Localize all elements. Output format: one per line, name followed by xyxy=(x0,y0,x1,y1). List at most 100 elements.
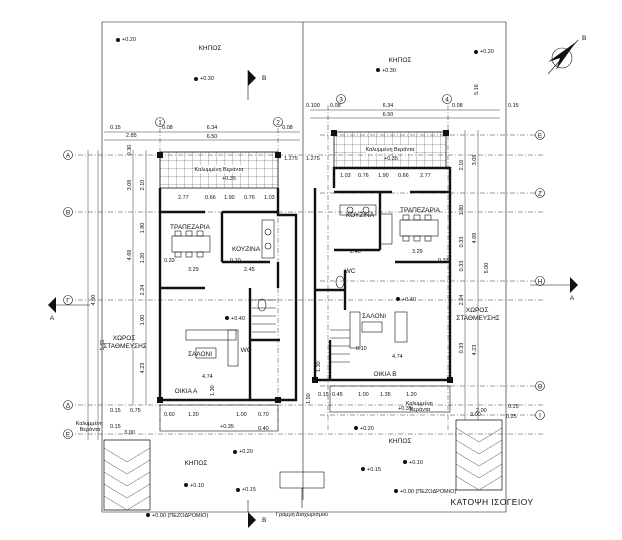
level-veranda-bottom-right: +0.35 xyxy=(398,406,412,412)
dim-left-10: 4.23 xyxy=(140,363,146,374)
section-label: B xyxy=(262,517,266,524)
room-house-a: ΟΙΚΙΑ Α xyxy=(175,388,198,395)
room-garden-bottom-right: ΚΗΠΟΣ xyxy=(389,438,412,445)
dim-top-left-6: 0.08 xyxy=(282,125,293,131)
room-kitchen-a: ΚΟΥΖΙΝΑ xyxy=(232,246,261,253)
dim-top-right-7: 5.16 xyxy=(474,84,480,95)
dim-a-6: 3.29 xyxy=(188,267,199,273)
level-sidewalk-right: +0.00 (ΠΕΖΟΔΡΟΜΙΟ) xyxy=(400,489,456,495)
room-house-b: ΟΙΚΙΑ Β xyxy=(373,371,396,378)
dim-b-12: 1.00 xyxy=(358,392,369,398)
room-dining-a: ΤΡΑΠΕΖΑΡΙΑ xyxy=(170,224,211,231)
north-label: B xyxy=(582,35,586,42)
room-parking-a: ΧΩΡΟΣ ΣΤΑΘΜΕΥΣΗΣ xyxy=(103,335,147,350)
house-a-columns xyxy=(157,152,163,158)
axis-label-z-right: Ζ xyxy=(538,191,542,198)
dim-left-3: 3.09 xyxy=(127,180,133,191)
level-garden-right: +0.30 xyxy=(382,68,396,74)
dim-right-6: 0.33 xyxy=(459,237,465,248)
dim-right-12: 2.00 xyxy=(476,408,487,414)
dim-right-8: 0.33 xyxy=(459,261,465,272)
room-parking-b: ΧΩΡΟΣ ΣΤΑΘΜΕΥΣΗΣ xyxy=(456,307,500,322)
veranda-bottom-right-line: Βεράντα xyxy=(410,406,431,413)
axis-bubbles-left: Α Β Γ Δ Ε xyxy=(63,150,73,439)
dim-a-13: 1.20 xyxy=(188,412,199,418)
room-living-a: ΣΑΛΟΝΙ xyxy=(188,351,212,358)
dim-left-11: 0.30 xyxy=(127,145,133,156)
section-label: B xyxy=(262,75,266,82)
axis-label-g: Γ xyxy=(66,298,70,305)
dim-a-18: 1.30 xyxy=(210,385,216,396)
dim-b-19: 1.50 xyxy=(306,393,312,404)
driveway-left xyxy=(103,439,151,511)
room-garden-top-left: ΚΗΠΟΣ xyxy=(199,45,222,52)
gate-box xyxy=(279,471,325,489)
dim-b-3: 1.90 xyxy=(378,173,389,179)
dim-b-9: 4.74 xyxy=(392,354,403,360)
level-veranda-bottom-left: +0.35 xyxy=(220,424,234,430)
dim-right-1: 3.09 xyxy=(472,155,478,166)
dim-a-15: 0.70 xyxy=(258,412,269,418)
dim-b-15: 0.15 xyxy=(318,392,329,398)
level-living-right: +0.40 xyxy=(402,297,416,303)
section-marker-a-left: A xyxy=(48,297,90,322)
dim-top-left-5: 0.08 xyxy=(162,125,173,131)
driveway-right xyxy=(455,419,503,491)
dim-a-17: 0.40 xyxy=(258,426,269,432)
axis-label-e: Ε xyxy=(66,432,71,439)
dim-a-10: 4.74 xyxy=(202,374,213,380)
dim-a-14: 1.00 xyxy=(236,412,247,418)
dim-b-4: 0.66 xyxy=(398,173,409,179)
veranda-top-right-label: Καλυμμένη Βεράντα xyxy=(366,146,416,153)
level-low-right: +0.10 xyxy=(409,460,423,466)
dim-left-7: 1.20 xyxy=(140,253,146,264)
drawing-title: ΚΑΤΟΨΗ ΙΣΟΓΕΙΟΥ xyxy=(451,497,534,507)
dim-a-3: 1.90 xyxy=(224,195,235,201)
boundary-note: Γραμμή Διαχωρισμού xyxy=(276,511,328,518)
veranda-top-left-label: Καλυμμένη Βεράντα xyxy=(195,166,245,173)
right-dimensions xyxy=(464,130,479,420)
dim-a-1: 2.77 xyxy=(178,195,189,201)
room-dining-b: ΤΡΑΠΕΖΑΡΙΑ xyxy=(400,207,441,214)
section-marker-a-right: A xyxy=(530,277,578,302)
section-label: A xyxy=(570,295,575,302)
axis-label-h-right: Η xyxy=(538,279,543,286)
room-living-b: ΣΑΛΟΝΙ xyxy=(362,313,386,320)
dim-top-right-1: 6.34 xyxy=(383,103,394,109)
axis-bubbles-right: Ε Ζ Η Θ Ι xyxy=(320,130,545,420)
house-b-walls xyxy=(313,166,452,382)
dim-b-1: 1.03 xyxy=(340,173,351,179)
level-drive-right: +0.15 xyxy=(367,467,381,473)
level-gb-left: +0.20 xyxy=(239,449,253,455)
dim-left-6: 4.69 xyxy=(127,250,133,261)
left-dimensions xyxy=(87,150,147,440)
level-drive-left: +0.15 xyxy=(242,487,256,493)
north-arrow-icon: B xyxy=(547,35,586,75)
dim-left-8: 2.24 xyxy=(140,285,146,296)
section-marker-b-top: B xyxy=(247,70,266,100)
dim-right-7: 2.24 xyxy=(459,295,465,306)
section-label: A xyxy=(50,315,55,322)
furniture xyxy=(171,204,439,367)
dim-b-5: 2.77 xyxy=(420,173,431,179)
dim-left-12: 0.15 xyxy=(110,408,121,414)
dim-right-4: 1.80 xyxy=(459,205,465,216)
dim-a-12: 0.60 xyxy=(164,412,175,418)
level-low-left: +0.10 xyxy=(190,483,204,489)
dim-top-right-4: 0.08 xyxy=(330,103,341,109)
level-top-left: +0.20 xyxy=(122,37,136,43)
level-veranda-top-right: +0.35 xyxy=(384,156,398,162)
plot-boundary xyxy=(101,21,507,513)
top-dimensions xyxy=(104,109,500,141)
room-wc-a: WC xyxy=(241,347,252,354)
axis-grid xyxy=(68,105,545,435)
dim-right-2: 2.10 xyxy=(459,160,465,171)
dim-left-2: 5.65 xyxy=(100,340,106,351)
dim-right-11: 0.25 xyxy=(508,404,519,410)
dim-a-8: 0.10 xyxy=(230,258,241,264)
dim-left-5: 1.80 xyxy=(140,223,146,234)
veranda-bottom-left xyxy=(159,404,279,432)
dim-b-14: 1.20 xyxy=(406,392,417,398)
dim-b-8: 0.10 xyxy=(356,346,367,352)
